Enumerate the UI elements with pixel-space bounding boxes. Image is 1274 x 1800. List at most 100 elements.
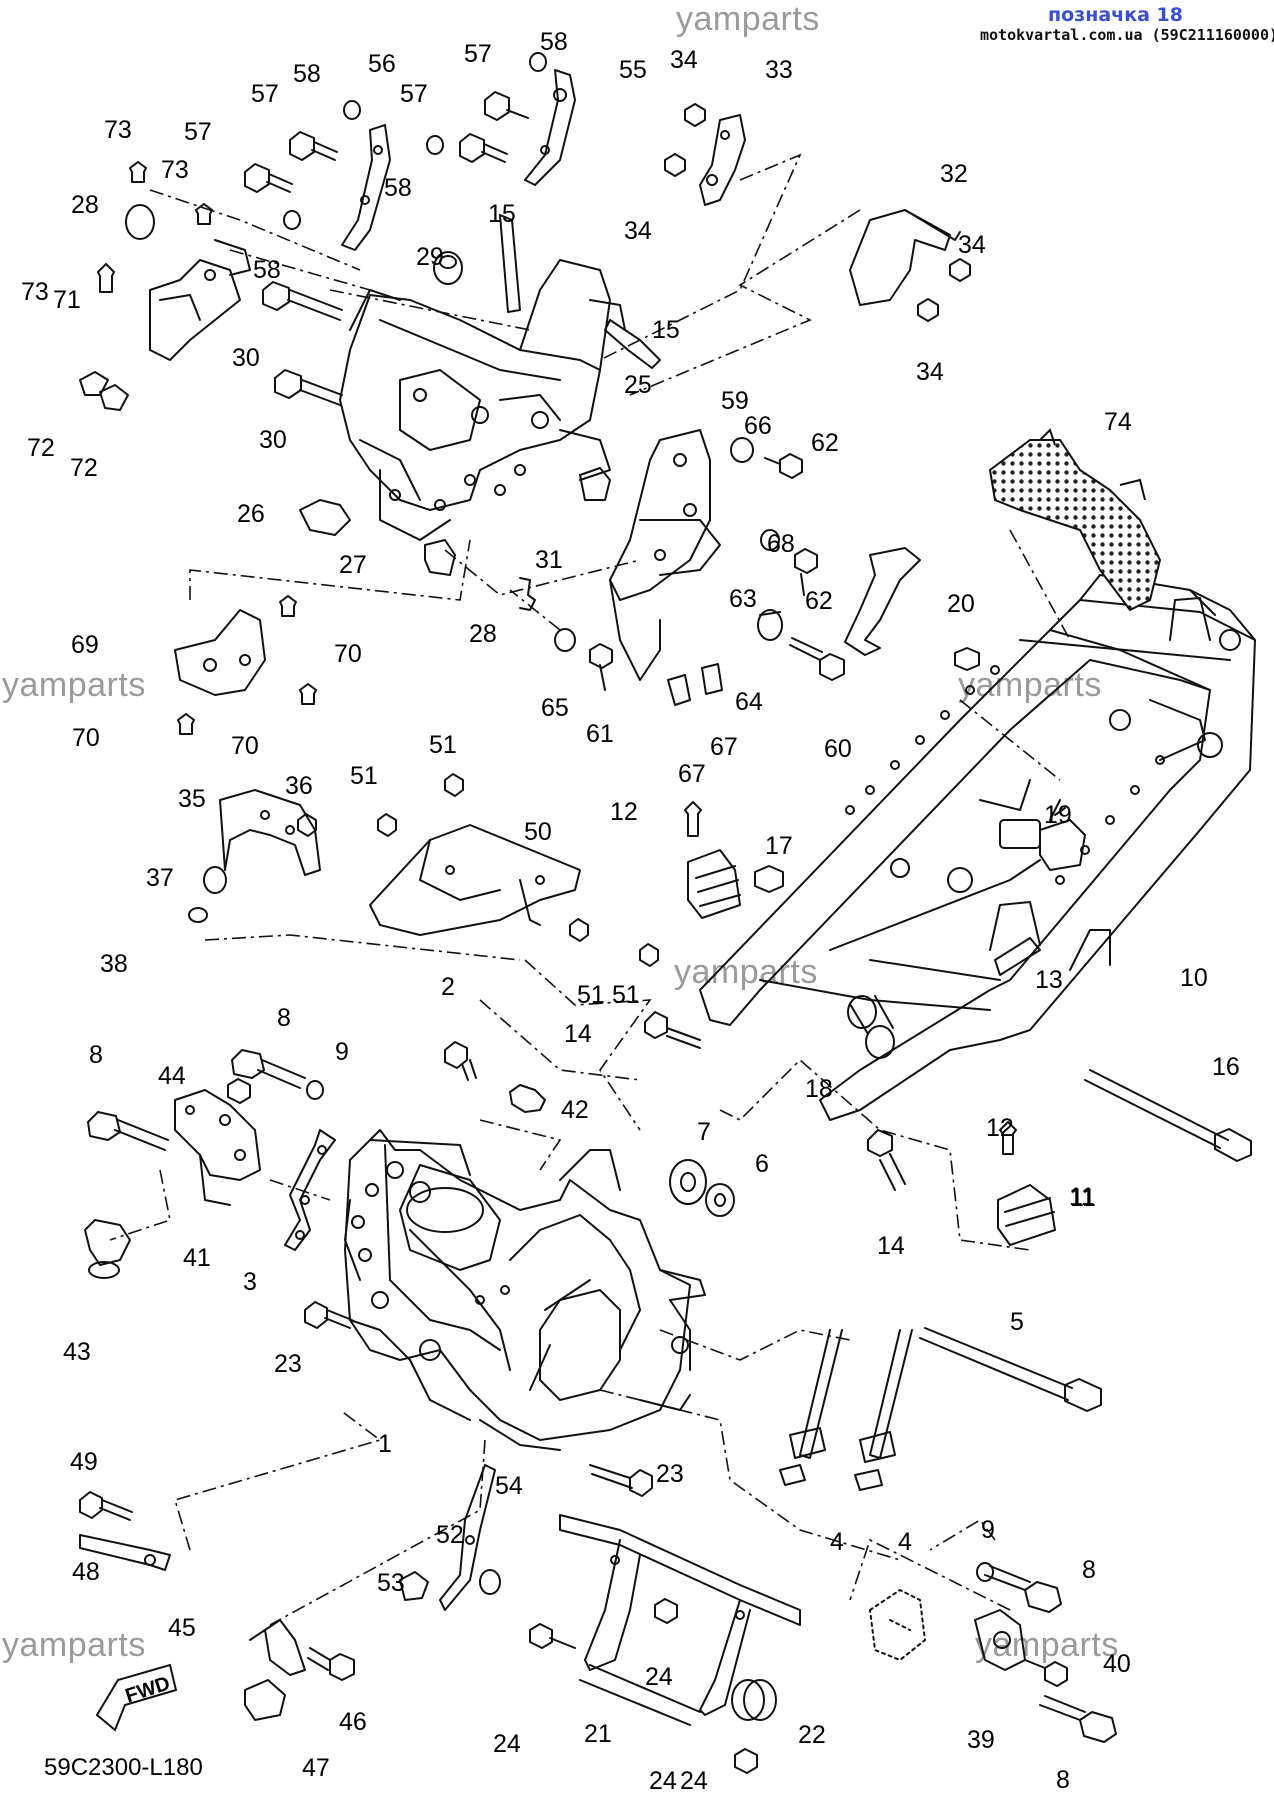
callout-number: 70 [334,640,362,668]
callout-number: 34 [624,217,652,245]
part-40-bolt [1024,1659,1068,1687]
part-3-plate [284,1129,336,1251]
part-24-bolt-b [654,1598,678,1624]
callout-number: 48 [72,1558,100,1586]
part-2-bolt [444,1041,477,1081]
part-70-a [279,595,297,617]
watermark-top: yamparts [676,0,820,38]
callout-number: 35 [178,785,206,813]
part-4-a [779,1329,843,1486]
part-22 [731,1679,777,1721]
callout-number: 23 [274,1350,302,1378]
callout-number: 73 [104,116,132,144]
callout-number: 52 [436,1521,464,1549]
callout-number: 23 [656,1460,684,1488]
callout-number: 4 [830,1528,844,1556]
callout-number: 39 [967,1726,995,1754]
part-44-bolt [227,1078,251,1104]
part-38-bolt [297,813,317,837]
callout-number: 34 [916,358,944,386]
callout-number: 28 [469,620,497,648]
callout-number: 74 [1104,408,1132,436]
callout-number: 15 [488,200,516,228]
part-8-bolt-a [231,1049,306,1089]
callout-number: 67 [678,760,706,788]
callout-number: 8 [1082,1556,1096,1584]
callout-number: 53 [377,1569,405,1597]
diagram-code: 59C2300-L180 [44,1754,203,1781]
part-29 [433,251,463,285]
part-52-bracket [439,1464,496,1611]
callout-number: 2 [441,973,455,1001]
callout-number: 3 [243,1268,257,1296]
part-60-bolt [789,637,845,681]
callout-number: 24 [649,1767,677,1795]
part-8-bolt-b [87,1111,169,1151]
callout-number: 7 [697,1118,711,1146]
part-48 [79,1534,171,1571]
part-28-b [519,577,536,611]
part-12-b [999,1121,1017,1155]
part-70-b [299,683,317,705]
part-31 [579,467,611,501]
part-59-bracket [609,429,721,681]
callout-number: 67 [710,733,738,761]
part-19 [1039,799,1086,871]
callout-number: 27 [339,551,367,579]
callout-number: 60 [824,735,852,763]
callout-number: 24 [680,1767,708,1795]
callout-number: 71 [53,286,81,314]
callout-number: 30 [259,426,287,454]
part-30-bolt-b [274,369,343,406]
callout-number: 57 [464,40,492,68]
engine-bracket-dotted [869,1589,926,1661]
callout-number: 45 [168,1614,196,1642]
callout-number: 57 [251,80,279,108]
callout-number: 63 [729,585,757,613]
part-28-a [125,204,155,240]
part-43-clamp [84,1219,131,1279]
part-16-bolt [1084,1069,1252,1162]
callout-number: 58 [293,60,321,88]
part-64 [757,609,783,641]
callout-number: 51 [429,731,457,759]
callout-number: 11 [1069,1183,1095,1211]
part-34-d [917,298,939,322]
part-34-b [664,153,686,177]
rear-frame-10 [699,574,1256,1121]
part-51-a [377,813,397,837]
callout-number: 21 [584,1720,612,1748]
callout-number: 14 [564,1020,592,1048]
part-26 [299,499,351,536]
part-54 [479,1569,501,1595]
callout-number: 47 [302,1754,330,1782]
part-6 [705,1183,735,1217]
callout-number: 58 [384,174,412,202]
callout-number: 18 [805,1075,833,1103]
callout-number: 69 [71,631,99,659]
callout-number: 55 [619,56,647,84]
callout-number: 72 [27,434,55,462]
callout-number: 28 [71,191,99,219]
callout-number: 38 [100,950,128,978]
callout-number: 62 [805,587,833,615]
part-50-bracket [369,824,581,936]
part-49-bolt [79,1491,133,1521]
callout-number: 8 [89,1041,103,1069]
part-56-bracket [341,124,391,251]
part-66 [730,437,754,463]
callout-number: 51 [350,762,378,790]
part-17 [754,865,784,893]
fwd-arrow-icon [95,1663,178,1732]
part-33-bracket [699,114,746,206]
callout-number: 26 [237,500,265,528]
part-46-bolt [307,1647,355,1681]
part-63 [760,529,780,551]
part-65 [554,628,576,652]
callout-number: 14 [877,1232,905,1260]
callout-number: 70 [231,732,259,760]
part-23-bolt-b [589,1464,653,1497]
callout-number: 9 [335,1038,349,1066]
callout-number: 49 [70,1448,98,1476]
part-7 [669,1159,707,1205]
